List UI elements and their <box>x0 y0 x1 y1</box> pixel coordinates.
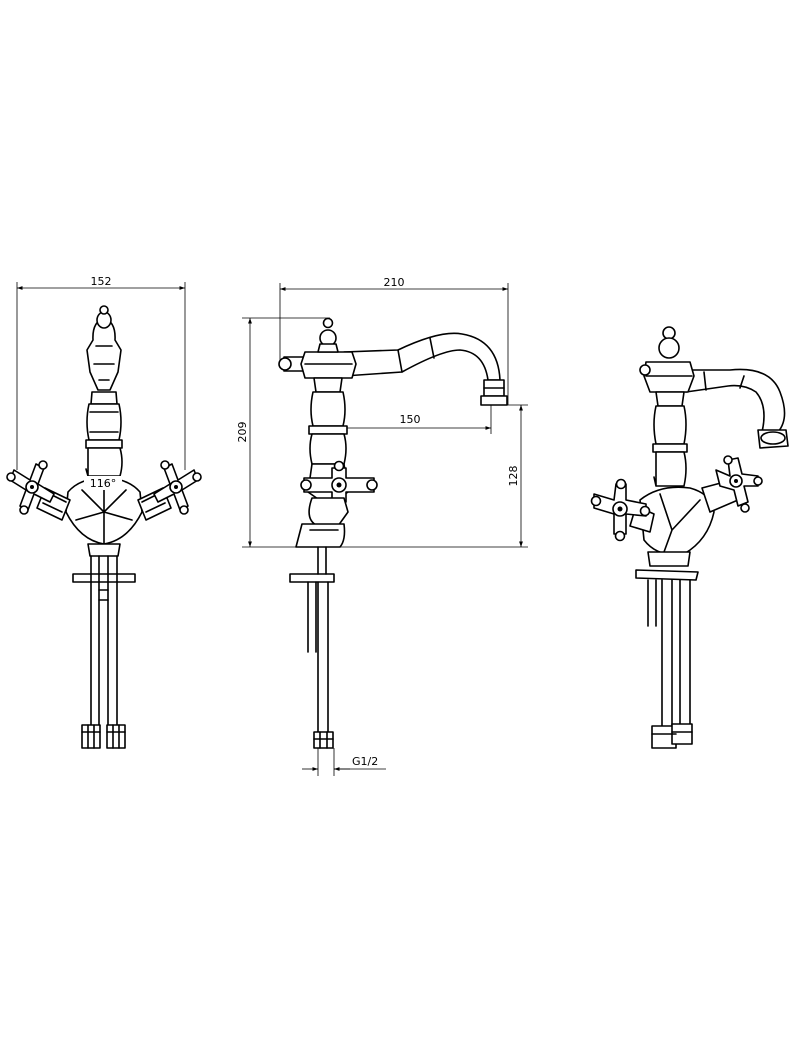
perspective-right-cross-handle <box>715 455 763 513</box>
dimension-side-reach-label: 210 <box>384 276 405 289</box>
front-right-cross-handle <box>153 460 202 515</box>
dimension-side-height: 209 <box>236 317 330 548</box>
dimension-spout-height: 128 <box>340 404 528 548</box>
dimension-spout-reach-label: 150 <box>400 413 421 426</box>
angle-label: 116° <box>90 477 117 490</box>
front-left-cross-handle <box>6 460 55 515</box>
dimension-front-width-label: 152 <box>91 275 112 288</box>
front-view: 152 <box>6 275 202 749</box>
dimension-thread: G1/2 <box>302 748 386 776</box>
dimension-thread-label: G1/2 <box>352 755 378 768</box>
dimension-spout-reach: 150 <box>342 405 492 434</box>
perspective-view <box>590 326 789 749</box>
side-cross-handle <box>300 460 378 503</box>
dimension-side-reach: 210 <box>279 276 509 405</box>
dimension-front-width: 152 <box>16 275 186 470</box>
side-view: 210 209 150 128 <box>236 276 528 776</box>
dimension-side-height-label: 209 <box>236 422 249 443</box>
dimension-spout-height-label: 128 <box>507 466 520 487</box>
perspective-left-cross-handle <box>590 478 651 542</box>
